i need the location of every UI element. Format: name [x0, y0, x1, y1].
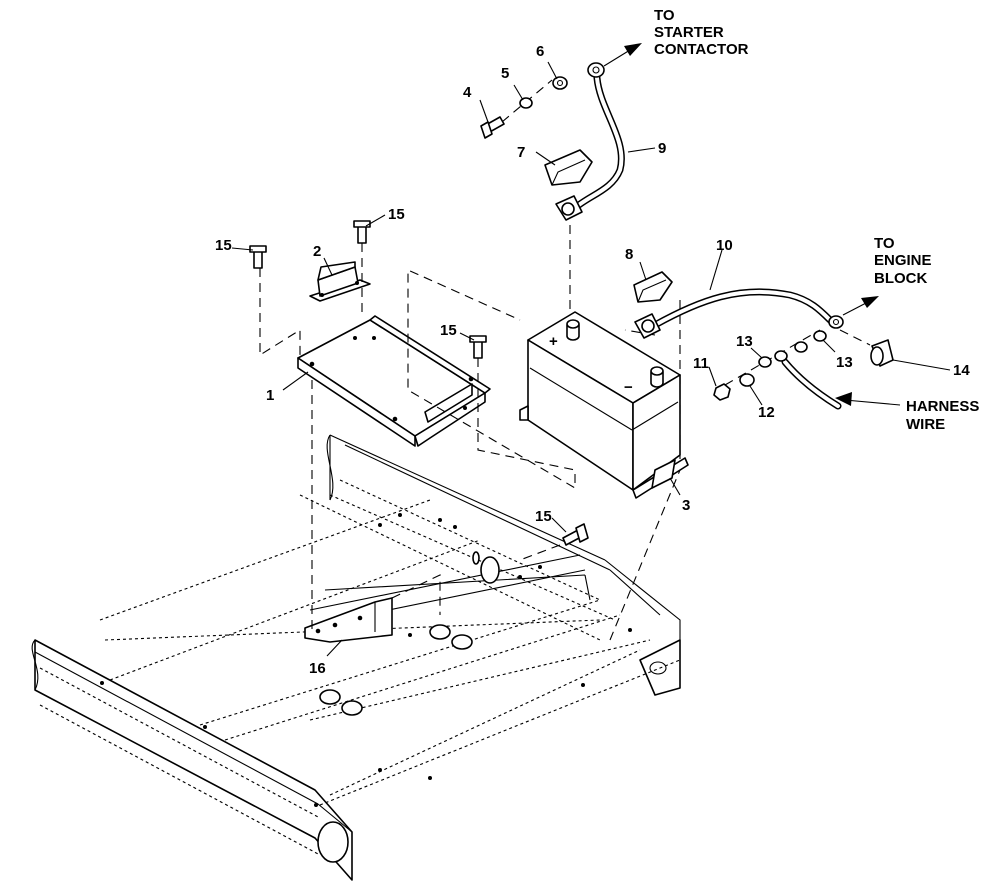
frame-assembly: [31, 434, 681, 881]
harness-wire: [774, 350, 842, 410]
positive-terminal-mark: +: [549, 333, 558, 350]
bolt-15b: [353, 220, 371, 244]
arrow-harness-wire: [835, 392, 901, 406]
callout-15-left: 15: [215, 237, 232, 254]
part-2-hold-down: [309, 261, 371, 302]
callout-7: 7: [517, 144, 525, 161]
negative-terminal-mark: −: [624, 379, 633, 396]
part-10-negative-cable: [634, 288, 844, 339]
part-4-bolt: [480, 116, 505, 139]
callout-1: 1: [266, 387, 274, 404]
note-engine-block: TO ENGINE BLOCK: [874, 235, 936, 287]
callout-12: 12: [758, 404, 775, 421]
bolt-15d: [562, 523, 589, 546]
arrow-to-engine-block: [842, 296, 879, 316]
part-5-lockwasher: [519, 97, 533, 109]
callout-8: 8: [625, 246, 633, 263]
part-16-bracket: [304, 574, 441, 643]
part-9-positive-cable: [555, 62, 625, 221]
callout-10: 10: [716, 237, 733, 254]
part-6-washer: [552, 76, 568, 90]
note-harness-wire: HARNESS WIRE: [906, 398, 984, 433]
part-12-washer: [739, 373, 755, 387]
bolt-15c: [469, 335, 487, 359]
part-1-battery-tray: [297, 315, 491, 447]
part-13-lockwashers: [758, 330, 827, 368]
part-3-battery: + −: [519, 311, 689, 499]
callout-4: 4: [463, 84, 472, 101]
callout-13-right: 13: [836, 354, 853, 371]
part-15-bolts: [249, 220, 589, 546]
callout-15-middle: 15: [440, 322, 457, 339]
callout-11: 11: [693, 355, 709, 372]
callout-labels: 1 2 3 4 5 6 7 8 9 10 11 12 13 13 14 15 1…: [215, 43, 970, 677]
callout-2: 2: [313, 243, 321, 260]
part-11-nut: [713, 383, 731, 401]
leader-lines: [231, 61, 951, 657]
part-14-ground-terminal: [870, 339, 894, 367]
callout-14: 14: [953, 362, 970, 379]
bolt-15a: [249, 245, 267, 269]
callout-13-left: 13: [736, 333, 753, 350]
callout-15-top: 15: [388, 206, 405, 223]
callout-5: 5: [501, 65, 509, 82]
part-7-terminal-boot: [544, 149, 593, 186]
callout-6: 6: [536, 43, 544, 60]
callout-15-frame: 15: [535, 508, 552, 525]
note-starter-contactor: TO STARTER CONTACTOR: [654, 7, 749, 58]
callout-9: 9: [658, 140, 666, 157]
part-8-terminal-boot: [633, 271, 673, 303]
callout-3: 3: [682, 497, 690, 514]
callout-16: 16: [309, 660, 326, 677]
arrow-to-starter: [603, 43, 642, 67]
